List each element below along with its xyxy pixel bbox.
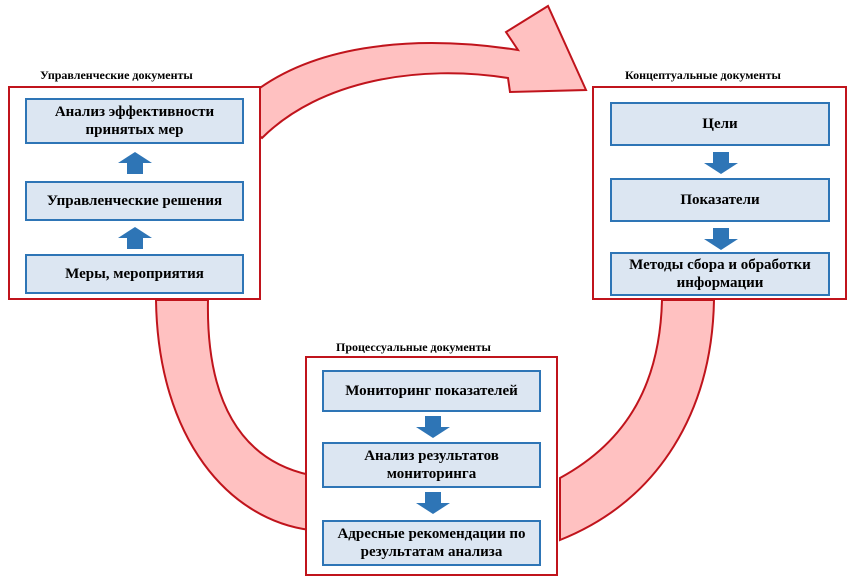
box-monitoring-analysis: Анализ результатов мониторинга [322,442,541,488]
procedural-docs-frame: Мониторинг показателей Анализ результато… [305,356,558,576]
cycle-arrow-top [230,4,588,140]
arrow-down-icon [416,492,450,514]
arrow-down-icon [704,152,738,174]
arrow-up-icon [118,227,152,249]
box-effectiveness-analysis: Анализ эффективности принятых мер [25,98,244,144]
box-monitoring: Мониторинг показателей [322,370,541,412]
box-indicators: Показатели [610,178,830,222]
box-goals: Цели [610,102,830,146]
management-docs-title: Управленческие документы [40,68,193,82]
management-docs-frame: Анализ эффективности принятых мер Управл… [8,86,261,300]
conceptual-docs-frame: Цели Показатели Методы сбора и обработки… [592,86,847,300]
procedural-docs-title: Процессуальные документы [336,340,491,354]
box-recommendations: Адресные рекомендации по результатам ана… [322,520,541,566]
arrow-up-icon [118,152,152,174]
box-measures: Меры, мероприятия [25,254,244,294]
cycle-arrow-right [559,299,716,542]
box-management-decisions: Управленческие решения [25,181,244,221]
arrow-down-icon [704,228,738,250]
cycle-arrow-left [154,299,311,532]
box-collection-methods: Методы сбора и обработки информации [610,252,830,296]
conceptual-docs-title: Концептуальные документы [625,68,781,82]
arrow-down-icon [416,416,450,438]
